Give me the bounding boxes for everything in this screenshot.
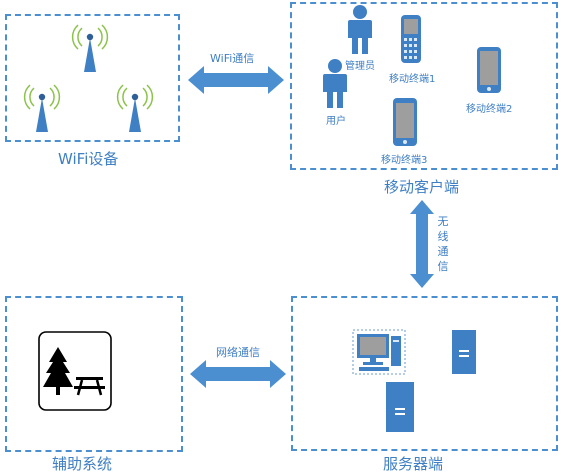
user-person-icon — [323, 59, 347, 108]
wifi-antenna-icon — [116, 84, 154, 132]
server-caption: 服务器端 — [383, 455, 444, 473]
server-tower-icon — [386, 382, 414, 432]
wifi-antenna-icon — [71, 24, 109, 72]
wireless-comm-arrow — [410, 200, 434, 288]
mobile-terminal-1-icon — [401, 15, 421, 63]
wifi-antenna-icon — [23, 84, 61, 132]
mobile-terminal-2-label: 移动终端2 — [466, 104, 513, 115]
user-label: 用户 — [326, 116, 346, 127]
server-tower-icon — [452, 330, 476, 374]
wireless-comm-label: 无线通信 — [437, 215, 449, 273]
aux-system-caption: 辅助系统 — [52, 455, 113, 473]
park-picnic-icon — [38, 331, 112, 411]
admin-label: 管理员 — [345, 61, 375, 72]
wifi-comm-arrow — [188, 66, 284, 94]
wifi-devices-box — [5, 14, 180, 142]
admin-person-icon — [348, 5, 372, 54]
mobile-terminal-3-label: 移动终端3 — [381, 155, 428, 166]
aux-system-box — [5, 296, 183, 452]
mobile-terminal-2-icon — [477, 47, 501, 93]
wifi-devices-caption: WiFi设备 — [58, 150, 119, 168]
mobile-client-box — [290, 2, 558, 170]
mobile-terminal-1-label: 移动终端1 — [389, 74, 436, 85]
wifi-comm-label: WiFi通信 — [210, 52, 255, 65]
server-box — [291, 296, 558, 451]
mobile-client-caption: 移动客户端 — [384, 178, 460, 196]
network-comm-label: 网络通信 — [216, 346, 260, 359]
desktop-computer-icon — [352, 329, 406, 375]
mobile-terminal-3-icon — [393, 98, 417, 146]
network-comm-arrow — [190, 360, 286, 388]
